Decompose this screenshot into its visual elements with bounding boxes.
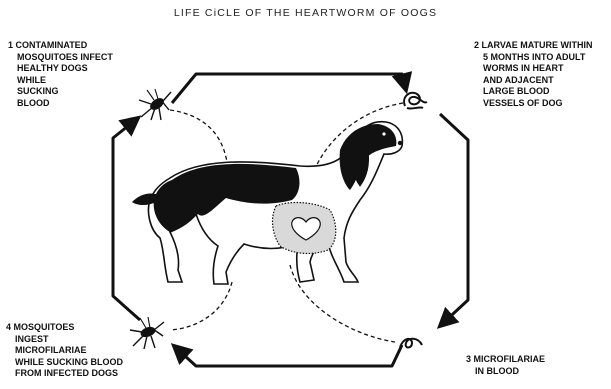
- dashed-path-body-to-mosquito-4: [170, 282, 232, 330]
- dog-tail: [132, 193, 156, 205]
- adult-worm-icon: [404, 93, 427, 109]
- arrow-right: [440, 114, 468, 326]
- dashed-path-mosquito-to-body: [170, 110, 228, 170]
- dog-illustration: [132, 122, 402, 284]
- arrow-top: [172, 74, 406, 103]
- arrow-bottom: [174, 345, 402, 366]
- microfilaria-icon: [400, 339, 422, 348]
- dog-nose: [398, 141, 402, 145]
- mosquito-4-icon: [130, 317, 164, 349]
- arrow-left: [113, 118, 140, 320]
- dog-eye: [382, 132, 385, 135]
- mosquito-1-icon: [139, 89, 171, 120]
